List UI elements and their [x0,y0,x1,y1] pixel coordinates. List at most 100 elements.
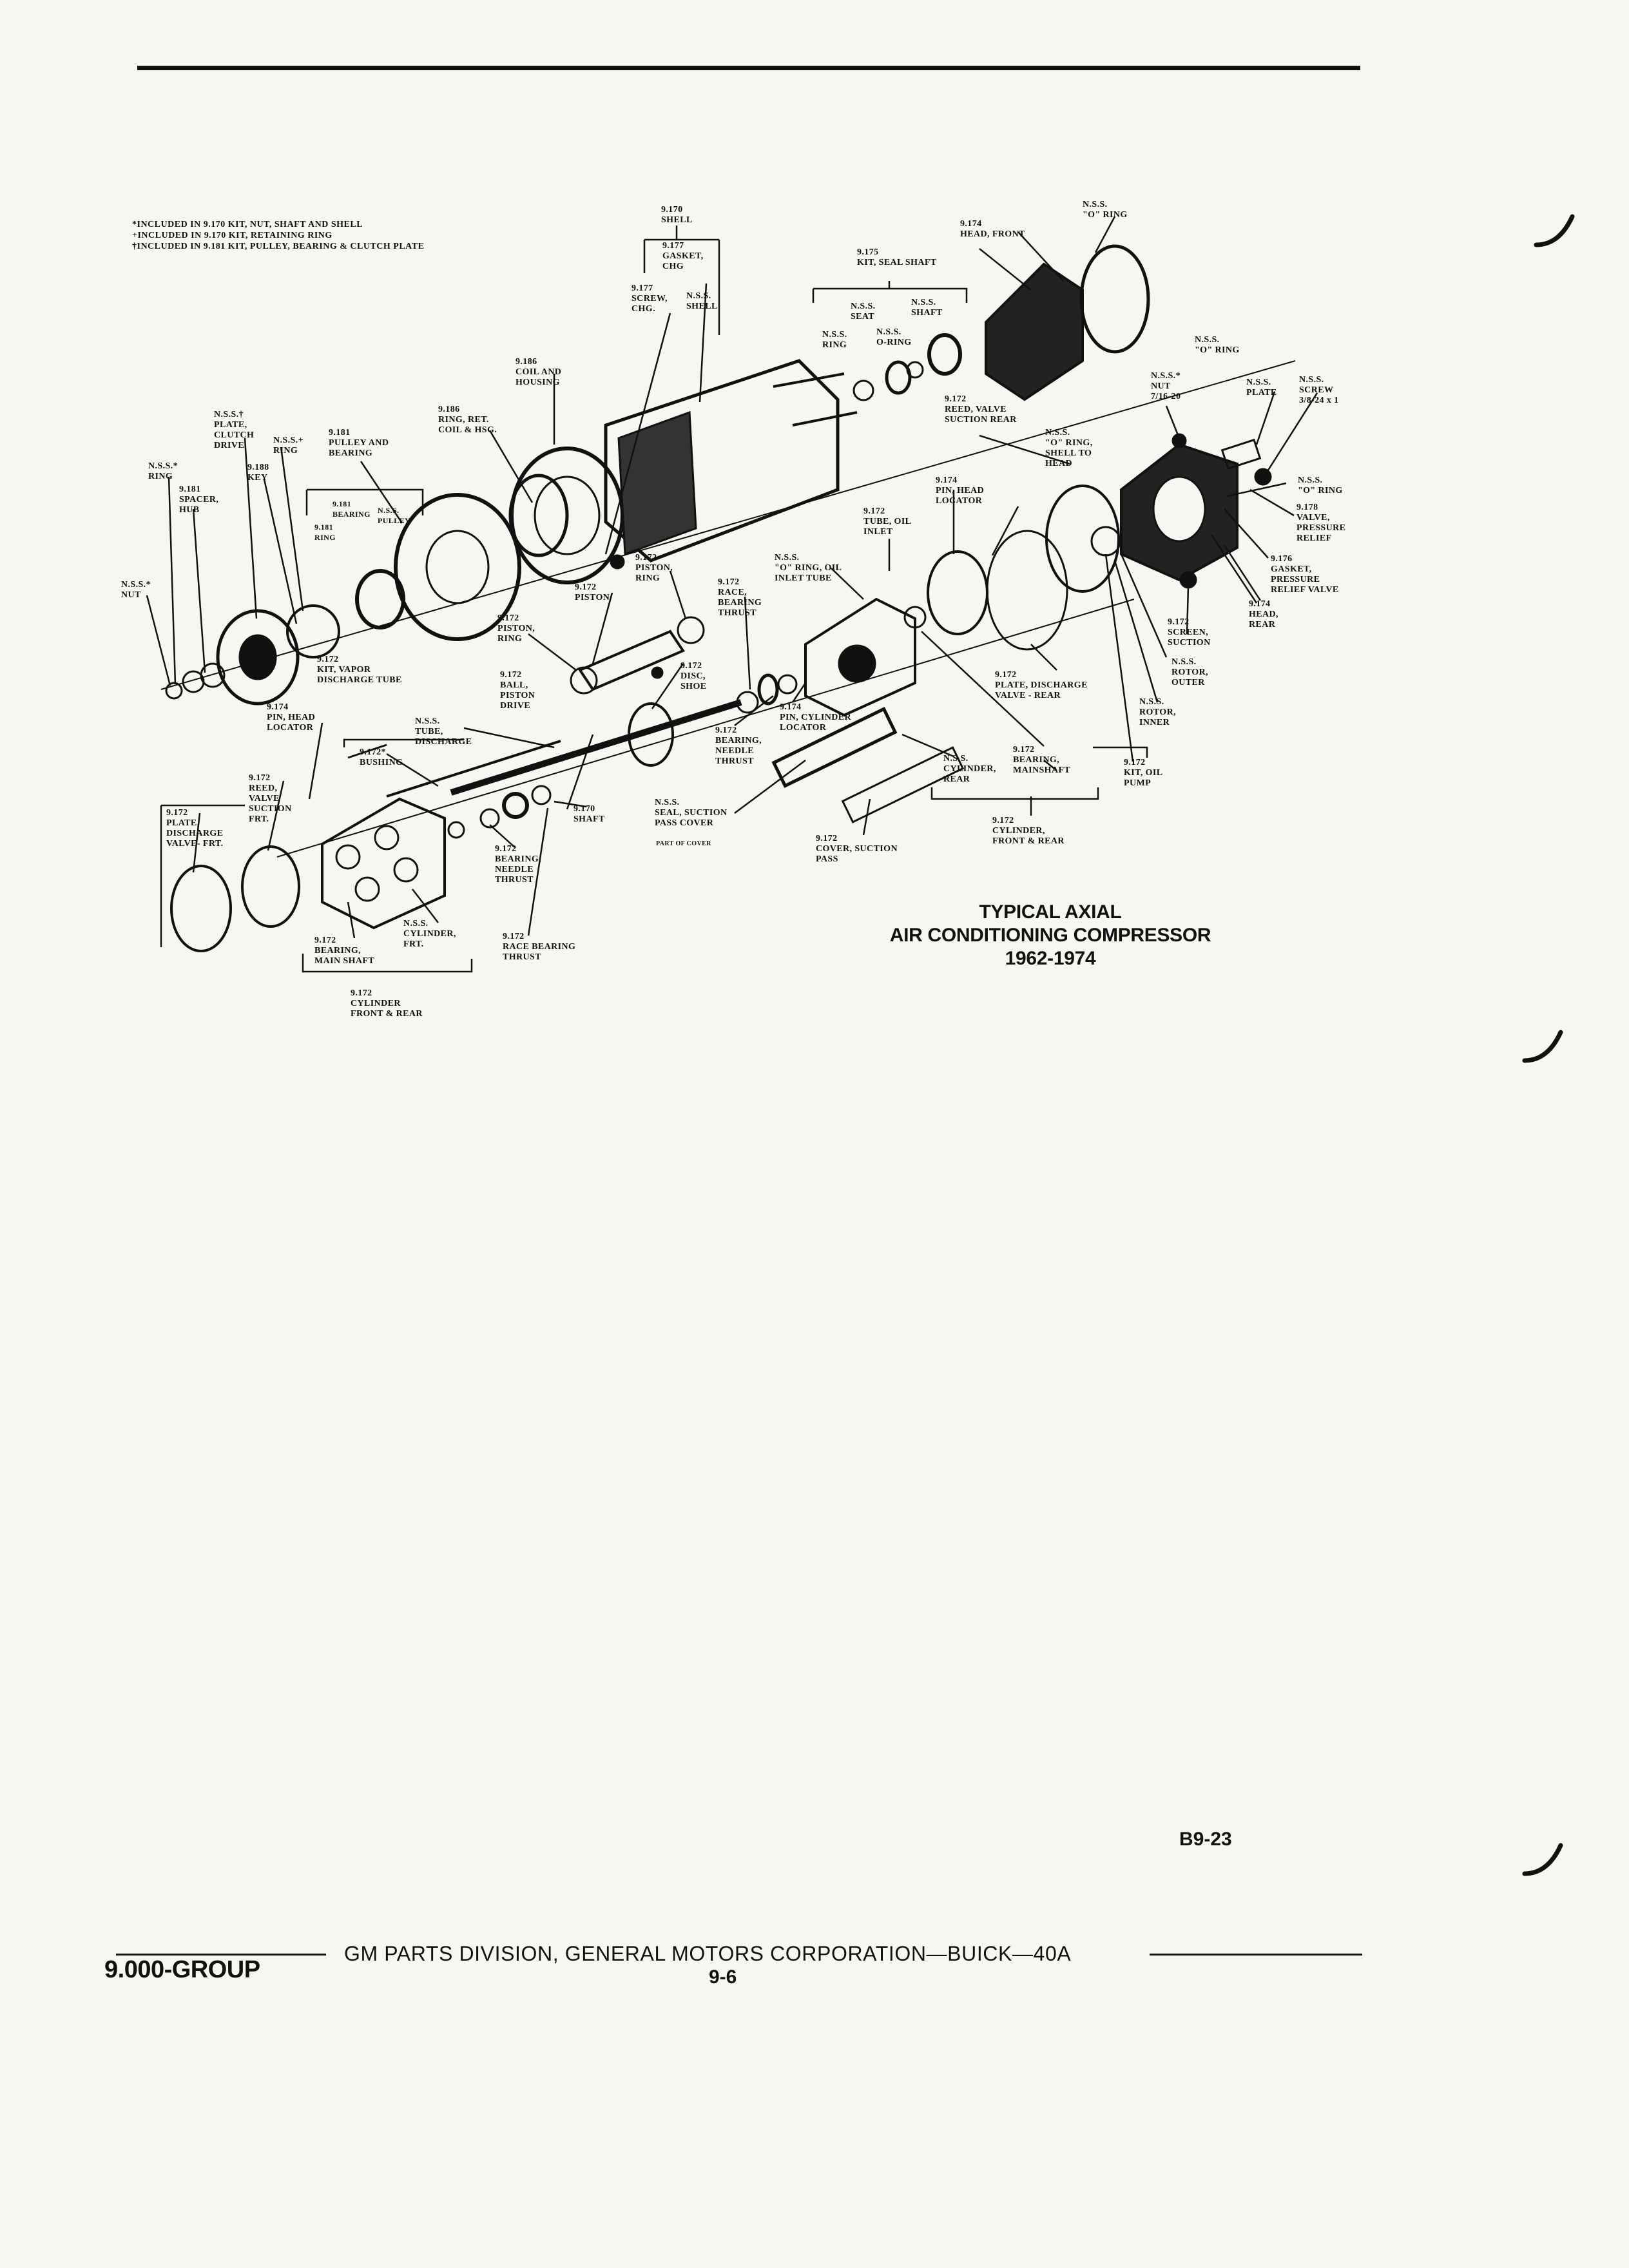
piston [578,629,685,691]
rear-bearing [903,606,927,629]
piston-ring-1 [570,666,598,695]
coil-ring [508,474,569,557]
bracket-cylinder-frt [302,954,473,973]
front-discharge-plate [170,865,232,952]
footer-page-number: 9-6 [709,1966,737,1988]
label-nss-seat: N.S.S. SEAT [851,302,876,322]
binder-mark-3 [1522,1843,1563,1876]
label-pin-head-locator-left: 9.174 PIN, HEAD LOCATOR [267,702,316,733]
label-bearing-mainshaft: 9.172 BEARING, MAINSHAFT [1013,745,1071,775]
label-ball-piston-drive: 9.172 BALL, PISTON DRIVE [500,670,535,711]
label-race-bearing-thrust: 9.172 RACE, BEARING THRUST [718,577,762,618]
seal-ring [853,380,874,401]
retaining-ring [286,604,340,658]
label-nss-shaft: N.S.S. SHAFT [911,298,943,318]
label-nss-screw-right: N.S.S. SCREW 3/8-24 x 1 [1299,375,1339,405]
label-shaft-9170: 9.170 SHAFT [574,804,605,824]
bracket-reed-plate [160,804,245,947]
label-nss-ring-seal: N.S.S. RING [822,330,847,350]
label-nss-cylinder-rear: N.S.S. CYLINDER, REAR [943,754,996,784]
rear-cylinder [804,597,916,717]
nut-left [165,682,183,700]
screw-chg [610,554,625,570]
binder-mark-1 [1534,214,1575,247]
label-piston-9172: 9.172 PISTON [575,582,610,602]
rear-reed [927,550,988,635]
label-cover-suction-pass: 9.172 COVER, SUCTION PASS [816,834,898,864]
bracket-shell [643,238,720,335]
pulley [394,493,521,641]
label-nss-pulley: N.S.S. PULLEY [378,506,411,525]
label-pulley-bearing: 9.181 PULLEY AND BEARING [329,428,389,458]
label-kit-oil-pump: 9.172 KIT, OIL PUMP [1124,758,1163,788]
oil-pump-rotor [1090,526,1121,557]
relief-valve [1254,468,1272,486]
label-nss-seal-suction-pass: N.S.S. SEAL, SUCTION PASS COVER [655,798,728,828]
label-nss-tube-discharge: N.S.S. TUBE, DISCHARGE [415,716,472,747]
front-head [985,262,1084,401]
bracket-pulley [305,488,424,515]
label-gasket-pressure-relief: 9.176 GASKET, PRESSURE RELIEF VALVE [1271,554,1339,595]
label-nss-shell: N.S.S. SHELL [686,291,718,311]
label-coil-housing: 9.186 COIL AND HOUSING [516,357,562,387]
label-reed-valve-rear: 9.172 REED, VALVE SUCTION REAR [945,394,1017,425]
diagram-title: TYPICAL AXIAL AIR CONDITIONING COMPRESSO… [831,901,1269,970]
top-rule [137,66,1360,70]
bracket-oil-pump [1093,746,1148,758]
label-head-front: 9.174 HEAD, FRONT [960,219,1025,239]
footnote-2: +INCLUDED IN 9.170 KIT, RETAINING RING [132,231,333,240]
label-valve-pressure-relief: 9.178 VALVE, PRESSURE RELIEF [1296,503,1346,543]
label-shell-9170: 9.170 SHELL [661,205,693,225]
footnote-1: *INCLUDED IN 9.170 KIT, NUT, SHAFT AND S… [132,220,363,229]
footer-group: 9.000-GROUP [104,1956,260,1983]
upper-axis-line [160,360,1296,690]
bracket-cylinder-rear [930,787,1099,800]
label-nss-oring-seal: N.S.S. O-RING [876,327,912,347]
label-nss-nut-left: N.S.S.* NUT [121,580,151,600]
footnote-3: †INCLUDED IN 9.181 KIT, PULLEY, BEARING … [132,242,425,251]
label-race-bearing-thrust-bottom: 9.172 RACE BEARING THRUST [503,932,576,962]
label-ring-ret-coil: 9.186 RING, RET. COIL & HSG. [438,405,497,435]
footer-rule-left [116,1954,326,1956]
label-screen-suction: 9.172 SCREEN, SUCTION [1168,617,1211,648]
label-bushing-9172: 9.172* BUSHING [360,747,403,767]
title-line-1: TYPICAL AXIAL [979,901,1122,923]
label-disc-shoe: 9.172 DISC, SHOE [680,661,707,691]
screen-suction [1179,571,1197,589]
label-plate-discharge-frt: 9.172 PLATE, DISCHARGE VALVE- FRT. [166,808,224,849]
label-nss-ring-left: N.S.S.* RING [148,461,178,481]
label-pin-head-locator-top: 9.174 PIN, HEAD LOCATOR [936,476,985,506]
lower-axis-line [276,599,1135,858]
label-piston-ring-mid: 9.172 PISTON, RING [497,613,535,644]
bracket-vapor-tube [343,738,464,747]
label-kit-vapor-discharge: 9.172 KIT, VAPOR DISCHARGE TUBE [317,655,402,685]
label-nss-ring-clutch: N.S.S.+ RING [273,436,304,456]
title-line-2: AIR CONDITIONING COMPRESSOR [889,925,1211,946]
suction-cover [841,746,965,823]
label-nss-cylinder-frt: N.S.S. CYLINDER, FRT. [403,919,456,949]
label-gasket-9177: 9.177 GASKET, CHG [662,241,704,271]
needle-thrust [757,673,779,706]
label-screw-9177: 9.177 SCREW, CHG. [631,284,668,314]
label-part-of-cover: PART OF COVER [656,840,711,847]
rear-nut [1171,433,1187,448]
label-piston-ring-top: 9.172 PISTON, RING [635,553,673,583]
label-cylinder-front-rear-bottom: 9.172 CYLINDER FRONT & REAR [351,988,423,1019]
seal-shaft [927,333,962,376]
title-line-3: 1962-1974 [1005,948,1096,969]
label-ring-9181: 9.181 RING [314,523,336,542]
binder-mark-2 [1522,1030,1563,1063]
front-cylinder [321,797,446,930]
front-reed [241,845,300,928]
label-reed-valve-suction-frt: 9.172 REED, VALVE SUCTION FRT. [249,773,292,824]
shell [604,359,840,562]
label-nss-oring-oil-inlet: N.S.S. "O" RING, OIL INLET TUBE [775,553,842,583]
label-nss-oring-right: N.S.S. "O" RING [1195,335,1240,355]
label-bearing-needle-thrust-bottom: 9.172 BEARING, NEEDLE THRUST [495,844,542,885]
label-nss-oring-right2: N.S.S. "O" RING [1298,476,1343,495]
bracket-seal-kit [812,281,968,303]
footer-division: GM PARTS DIVISION, GENERAL MOTORS CORPOR… [344,1942,1072,1965]
relief-plate [1220,438,1262,470]
front-oring [1079,244,1150,354]
